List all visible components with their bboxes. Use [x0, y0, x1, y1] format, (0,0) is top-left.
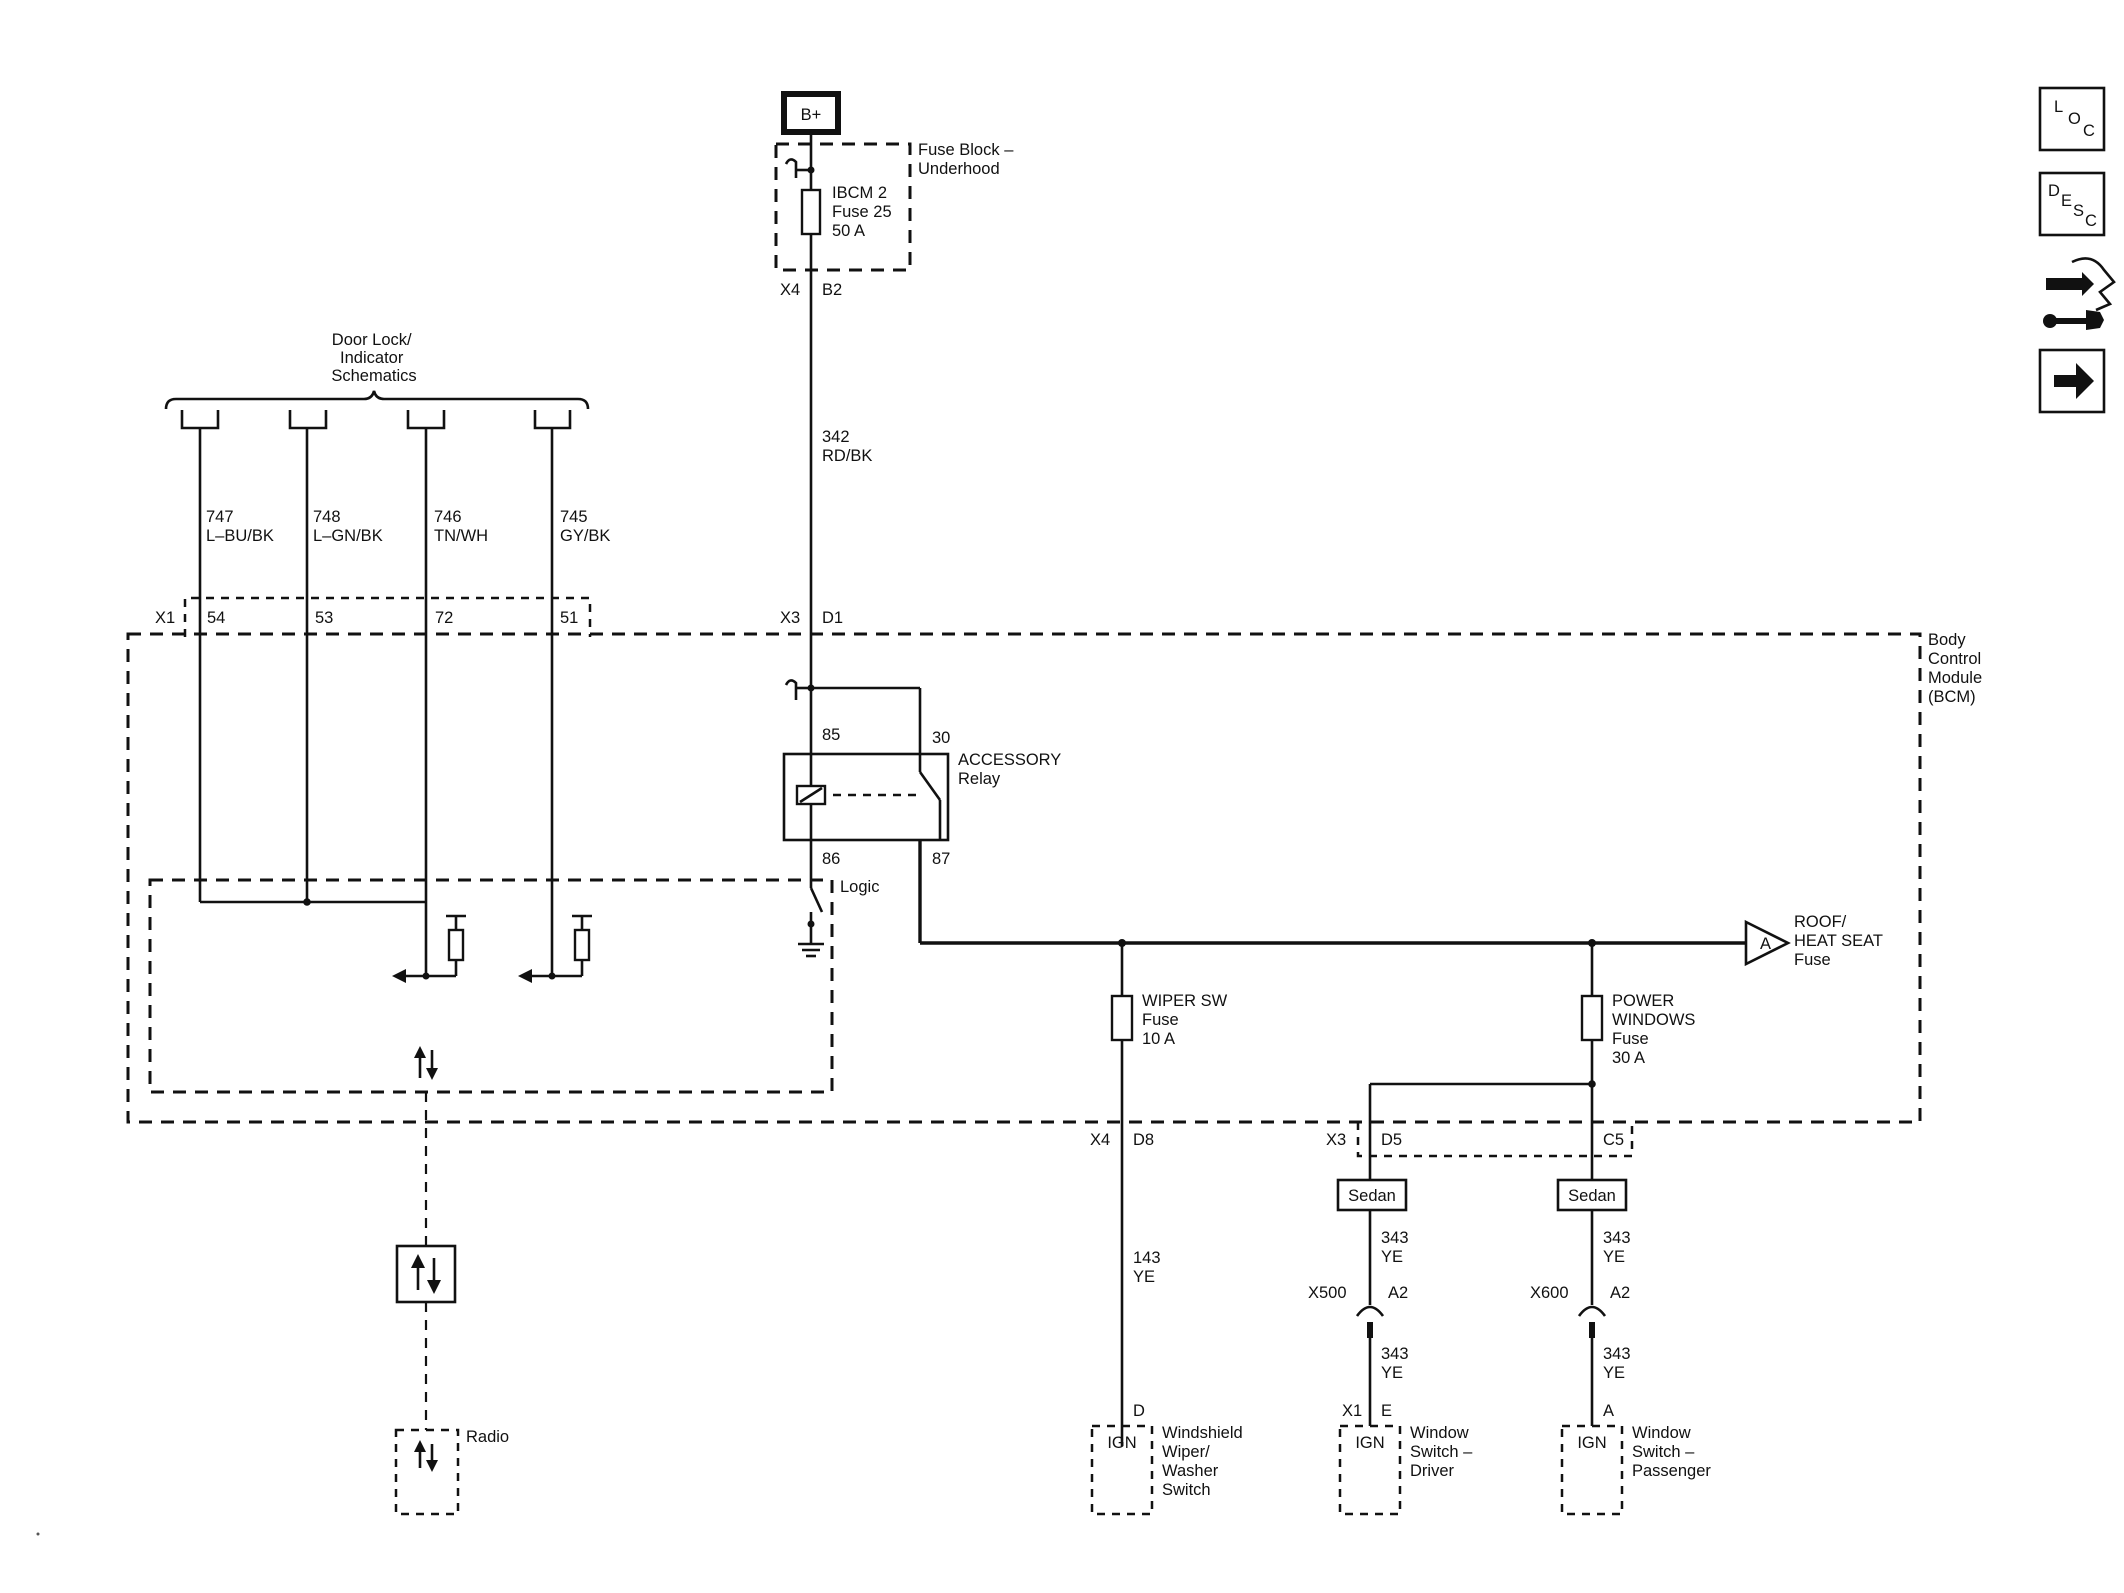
wire-746-label: 746 TN/WH: [434, 508, 488, 545]
x600-pin-label: A2: [1610, 1284, 1630, 1302]
svg-text:L: L: [2054, 98, 2063, 116]
radio-module-outline: [394, 1428, 460, 1516]
bcm-x1-connector-outline: [183, 596, 592, 637]
window-passenger-pin: C5: [1603, 1131, 1624, 1149]
wire-745-label: 745 GY/BK: [560, 508, 610, 545]
wiper-sw-fuse-icon: [1110, 994, 1134, 1042]
driver-switch-pin: E: [1381, 1402, 1392, 1420]
door-lock-schematics-reference: Door Lock/ Indicator Schematics: [164, 331, 590, 430]
ground-icon: [798, 942, 824, 958]
description-icon[interactable]: D E S C: [2038, 171, 2106, 237]
svg-text:S: S: [2073, 202, 2084, 220]
radio-label: Radio: [466, 1428, 509, 1446]
driver-switch-connector: X1: [1342, 1402, 1362, 1420]
serial-data-icon: [414, 1046, 438, 1080]
window-driver-pin: D5: [1381, 1131, 1402, 1149]
window-output-connector: X3: [1326, 1131, 1346, 1149]
svg-text:C: C: [2083, 122, 2095, 140]
wiper-sw-fuse-label: WIPER SW Fuse 10 A: [1142, 992, 1232, 1048]
bcm-feed-connector: X3: [780, 609, 800, 627]
radio-serial-data-icon: [414, 1440, 438, 1472]
pin-54: 54: [207, 609, 225, 627]
ibcm2-fuse-label: IBCM 2 Fuse 25 50 A: [832, 184, 896, 240]
passenger-sedan-label: Sedan: [1568, 1187, 1616, 1205]
passenger-window-switch-outline: [1560, 1424, 1624, 1516]
pin-51: 51: [560, 609, 578, 627]
passenger-switch-ign: IGN: [1577, 1434, 1606, 1452]
relay-pin-85: 85: [822, 726, 840, 744]
pin-72: 72: [435, 609, 453, 627]
logic-label: Logic: [840, 878, 879, 896]
driver-window-switch-label: Window Switch – Driver: [1410, 1424, 1477, 1480]
wire-747-label: 747 L–BU/BK: [206, 508, 274, 545]
relay-switch-contact: [918, 771, 942, 801]
x1-connector-label: X1: [155, 609, 175, 627]
repair-tools-icon[interactable]: [2043, 257, 2116, 330]
accessory-relay-label: ACCESSORY Relay: [958, 751, 1066, 788]
accessory-relay: [782, 752, 950, 842]
wiper-connector: X4: [1090, 1131, 1110, 1149]
serial-data-box-icon: [395, 1244, 457, 1304]
relay-pin-30: 30: [932, 729, 950, 747]
feed-wire-label: 342 RD/BK: [822, 428, 872, 465]
driver-switch-ign: IGN: [1355, 1434, 1384, 1452]
svg-text:D: D: [2048, 182, 2060, 200]
bplus-label: B+: [801, 106, 822, 124]
door-lock-title: Door Lock/ Indicator Schematics: [331, 331, 416, 385]
x600-inline-connector-icon: [1577, 1305, 1607, 1317]
roof-heat-seat-offpage-connector: [1744, 919, 1791, 967]
wire-748-label: 748 L–GN/BK: [313, 508, 383, 545]
power-windows-fuse-label: POWER WINDOWS Fuse 30 A: [1612, 992, 1700, 1067]
fuse-block-pin: B2: [822, 281, 842, 299]
next-page-arrow-icon[interactable]: [2038, 348, 2106, 414]
wiper-pin: D8: [1133, 1131, 1154, 1149]
passenger-sedan-option-box: [1556, 1178, 1628, 1212]
component-location-icon[interactable]: L O C: [2038, 86, 2106, 152]
bcm-feed-pin: D1: [822, 609, 843, 627]
wiper-switch-ign: IGN: [1107, 1434, 1136, 1452]
svg-text:O: O: [2068, 110, 2081, 128]
roof-feed-symbol: A: [1760, 935, 1771, 953]
bcm-logic-block: [148, 878, 834, 1094]
relay-pin-86: 86: [822, 850, 840, 868]
roof-heat-seat-fuse-label: ROOF/ HEAT SEAT Fuse: [1794, 913, 1887, 969]
wiper-switch-pin: D: [1133, 1402, 1145, 1420]
x500-inline-connector-icon: [1355, 1305, 1385, 1317]
fuse-block-underhood: Fuse Block – Underhood IBCM 2 Fuse 25 50…: [774, 141, 1018, 272]
x600-connector-label: X600: [1530, 1284, 1569, 1302]
svg-text:E: E: [2061, 192, 2072, 210]
relay-pin-87: 87: [932, 850, 950, 868]
wiper-switch-label: Windshield Wiper/ Washer Switch: [1162, 1424, 1247, 1499]
passenger-window-switch-label: Window Switch – Passenger: [1632, 1424, 1711, 1480]
passenger-switch-pin: A: [1603, 1402, 1614, 1420]
passenger-wire-343-label: 343 YE: [1603, 1229, 1635, 1266]
driver-sedan-option-box: [1336, 1178, 1408, 1212]
bcm-module-outline: [126, 632, 1922, 1124]
passenger-wire-343b-label: 343 YE: [1603, 1345, 1635, 1382]
pin-53: 53: [315, 609, 333, 627]
power-windows-fuse-icon: [1580, 994, 1604, 1042]
fuse-block-connector: X4: [780, 281, 800, 299]
battery-positive-source: B+: [781, 91, 841, 135]
bcm-title: Body Control Module (BCM): [1928, 631, 1987, 706]
driver-wire-343-label: 343 YE: [1381, 1229, 1413, 1266]
bcm-x3-window-connector-outline: [1356, 1122, 1634, 1158]
driver-sedan-label: Sedan: [1348, 1187, 1396, 1205]
wire-143-label: 143 YE: [1133, 1249, 1165, 1286]
driver-wire-343b-label: 343 YE: [1381, 1345, 1413, 1382]
fuse-block-title: Fuse Block – Underhood: [918, 141, 1018, 178]
svg-text:C: C: [2085, 212, 2097, 230]
x500-pin-label: A2: [1388, 1284, 1408, 1302]
ibcm2-fuse-icon: [800, 188, 822, 236]
driver-window-switch-outline: [1338, 1424, 1402, 1516]
x500-connector-label: X500: [1308, 1284, 1347, 1302]
wiper-washer-switch-outline: [1090, 1424, 1154, 1516]
